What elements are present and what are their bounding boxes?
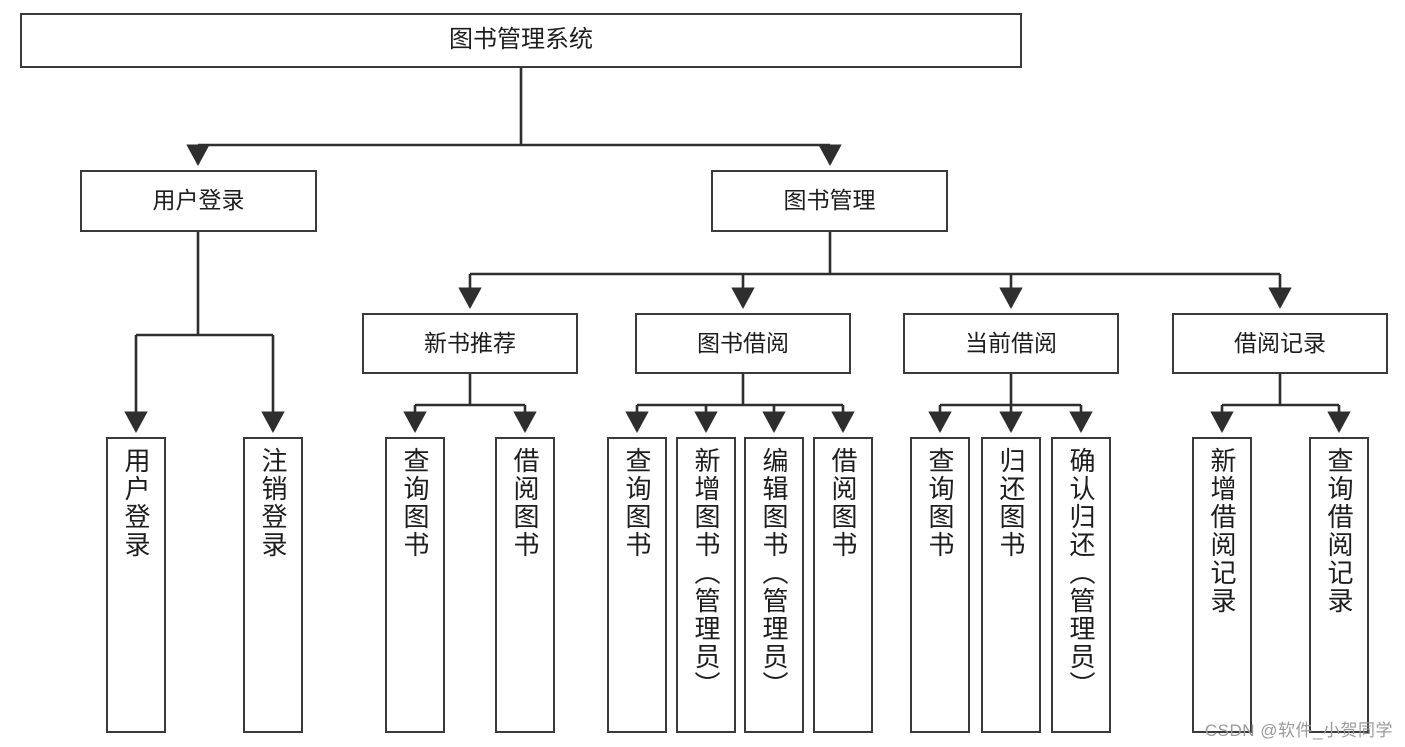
node-current-borrow[interactable]: 当前借阅: [903, 313, 1119, 374]
node-label: 当前借阅: [965, 329, 1057, 356]
node-leaf-borrow-query-book[interactable]: 查询图书: [607, 437, 667, 733]
node-label: 借阅图书: [510, 447, 540, 559]
node-label: 用户登录: [121, 447, 151, 559]
node-leaf-borrow-edit-book-admin[interactable]: 编辑图书（管理员）: [744, 437, 804, 733]
node-leaf-records-query-record[interactable]: 查询借阅记录: [1309, 437, 1369, 733]
node-book-borrow[interactable]: 图书借阅: [635, 313, 851, 374]
node-label: 新增借阅记录: [1207, 447, 1237, 615]
node-label: 图书管理系统: [449, 26, 593, 54]
watermark-csdn: CSDN @软件_小贺同学: [1204, 721, 1393, 740]
node-label: 查询图书: [925, 447, 955, 559]
node-book-management[interactable]: 图书管理: [711, 170, 948, 232]
node-leaf-newbook-borrow-book[interactable]: 借阅图书: [495, 437, 555, 733]
node-label: 用户登录: [152, 187, 245, 214]
node-label: 查询图书: [400, 447, 430, 559]
node-leaf-borrow-add-book-admin[interactable]: 新增图书（管理员）: [676, 437, 736, 733]
node-label: 查询借阅记录: [1324, 447, 1354, 615]
node-label: 注销登录: [258, 447, 288, 559]
node-leaf-newbook-query-book[interactable]: 查询图书: [385, 437, 445, 733]
node-label: 确认归还（管理员）: [1066, 447, 1096, 699]
node-borrow-records[interactable]: 借阅记录: [1172, 313, 1388, 374]
node-label: 归还图书: [996, 447, 1026, 559]
node-leaf-current-confirm-return-admin[interactable]: 确认归还（管理员）: [1051, 437, 1111, 733]
node-root-book-management-system[interactable]: 图书管理系统: [20, 13, 1022, 68]
node-label: 图书管理: [783, 187, 876, 214]
node-label: 新书推荐: [424, 329, 516, 356]
node-new-book-recommend[interactable]: 新书推荐: [362, 313, 578, 374]
node-label: 借阅图书: [828, 447, 858, 559]
node-label: 查询图书: [622, 447, 652, 559]
node-leaf-current-return-book[interactable]: 归还图书: [981, 437, 1041, 733]
node-label: 图书借阅: [697, 329, 789, 356]
node-leaf-user-login-logout[interactable]: 注销登录: [243, 437, 303, 733]
node-leaf-current-query-book[interactable]: 查询图书: [910, 437, 970, 733]
node-user-login[interactable]: 用户登录: [80, 170, 317, 232]
node-leaf-borrow-borrow-book[interactable]: 借阅图书: [813, 437, 873, 733]
node-label: 编辑图书（管理员）: [759, 447, 789, 699]
node-leaf-records-add-record[interactable]: 新增借阅记录: [1192, 437, 1252, 733]
node-label: 新增图书（管理员）: [691, 447, 721, 699]
node-leaf-user-login-login[interactable]: 用户登录: [106, 437, 166, 733]
node-label: 借阅记录: [1234, 329, 1326, 356]
